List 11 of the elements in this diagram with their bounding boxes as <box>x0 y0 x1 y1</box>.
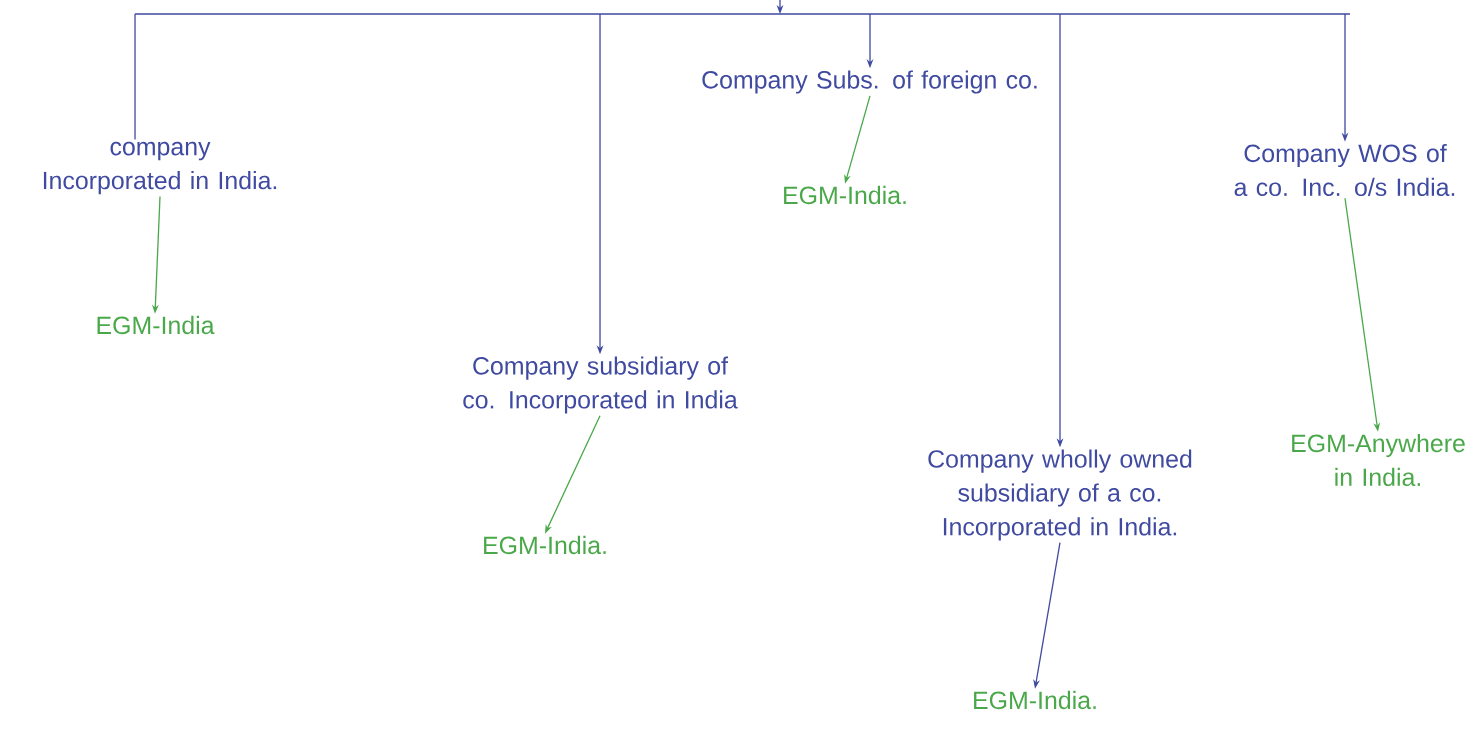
statement-text: company Incorporated in India. <box>43 141 277 195</box>
trunk-arrow <box>134 0 1351 15</box>
outcome-text: EGM-India. <box>484 535 606 555</box>
outcome-text: EGM-Anywhere in India. <box>1292 433 1465 487</box>
statement-text: Company subsidiary of co. Incorporated in India <box>463 356 738 414</box>
outcome-text: EGM-India. <box>974 690 1096 710</box>
statement-text: Company wholly owned subsidiary of a co. Incorporated in India. <box>928 449 1192 541</box>
statement-text: Company Subs. of foreign co. <box>702 70 1037 94</box>
outcome-text: EGM-India. <box>784 185 906 205</box>
outcome-text: EGM-India <box>97 315 215 335</box>
statement-text: Company WOS of a co. Inc. o/s India. <box>1234 143 1455 197</box>
